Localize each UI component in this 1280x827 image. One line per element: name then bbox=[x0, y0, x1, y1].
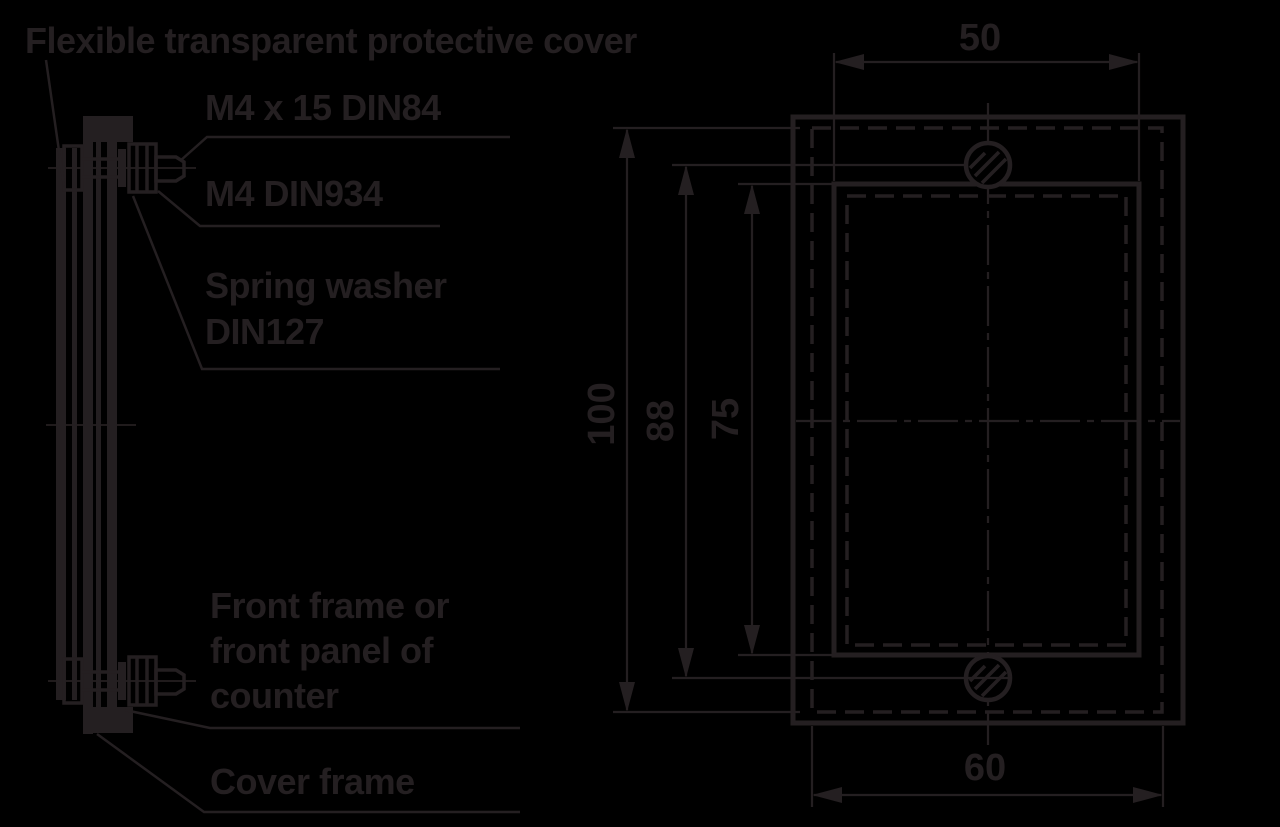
leader-lines bbox=[44, 59, 520, 814]
thread-tip bbox=[154, 668, 186, 696]
dim-value-60: 60 bbox=[964, 747, 1006, 789]
window-cutout-outline bbox=[831, 181, 1142, 658]
dim-value-100: 100 bbox=[581, 382, 623, 445]
arrowhead-top bbox=[744, 184, 760, 214]
arrowhead-bottom bbox=[619, 682, 635, 712]
leader-front-frame bbox=[124, 708, 520, 730]
cover-frame-layer bbox=[56, 148, 66, 700]
top-screw-hole bbox=[963, 140, 1013, 190]
leader-spring-washer bbox=[131, 195, 500, 371]
label-flexible-cover: Flexible transparent protective cover bbox=[25, 20, 637, 61]
leader-screw bbox=[179, 135, 510, 162]
thread-tip bbox=[154, 155, 186, 183]
dim-overall-width: 60 bbox=[810, 726, 1165, 807]
front-view bbox=[790, 103, 1186, 745]
hatch-line bbox=[973, 150, 1001, 178]
dim-value-75: 75 bbox=[705, 398, 747, 440]
screw-head bbox=[62, 144, 84, 192]
spring-washer bbox=[118, 662, 126, 700]
labels: Flexible transparent protective cover M4… bbox=[25, 20, 638, 802]
arrowhead-right bbox=[1109, 54, 1139, 70]
screw-head bbox=[62, 657, 84, 705]
top-flange-block bbox=[83, 116, 133, 142]
arrowhead-left bbox=[812, 787, 842, 803]
dim-overall-height: 100 bbox=[581, 126, 800, 714]
leader-cover-frame bbox=[96, 732, 520, 814]
gasket-layer bbox=[96, 140, 101, 712]
dim-value-50: 50 bbox=[959, 17, 1001, 59]
hatch-line bbox=[968, 151, 987, 170]
label-nut: M4 DIN934 bbox=[205, 173, 383, 214]
transparent-cover-layer bbox=[72, 148, 77, 700]
bottom-screw-assembly bbox=[62, 655, 186, 707]
arrowhead-bottom bbox=[744, 625, 760, 655]
spring-washer bbox=[118, 149, 126, 187]
dim-window-width: 50 bbox=[832, 17, 1141, 181]
side-view bbox=[46, 116, 196, 734]
front-frame-layer bbox=[83, 116, 93, 734]
dim-screw-spacing: 88 bbox=[640, 163, 1012, 680]
label-front-frame-line2: front panel of bbox=[210, 630, 434, 671]
hatch-line bbox=[980, 670, 1008, 698]
bottom-flange-block bbox=[83, 707, 133, 733]
front-panel-layer bbox=[107, 140, 117, 712]
dim-value-88: 88 bbox=[640, 400, 682, 442]
arrowhead-top bbox=[619, 128, 635, 158]
label-front-frame-line1: Front frame or bbox=[210, 585, 450, 626]
hatch-line bbox=[980, 157, 1008, 185]
top-screw-assembly bbox=[62, 142, 186, 194]
arrowhead-bottom bbox=[678, 648, 694, 678]
leader-flexible-cover bbox=[44, 59, 66, 187]
dim-window-height: 75 bbox=[705, 182, 836, 657]
cover-frame-outline bbox=[790, 114, 1186, 726]
label-screw: M4 x 15 DIN84 bbox=[205, 87, 441, 128]
arrowhead-top bbox=[678, 165, 694, 195]
label-spring-washer-line1: Spring washer bbox=[205, 265, 447, 306]
arrowhead-right bbox=[1133, 787, 1163, 803]
label-front-frame-line3: counter bbox=[210, 675, 339, 716]
dimensions: 50 60 100 88 bbox=[581, 17, 1165, 807]
label-cover-frame: Cover frame bbox=[210, 761, 415, 802]
label-spring-washer-line2: DIN127 bbox=[205, 311, 324, 352]
arrowhead-left bbox=[834, 54, 864, 70]
leader-nut bbox=[157, 190, 440, 228]
front-frame-hidden-outline bbox=[810, 126, 1164, 714]
